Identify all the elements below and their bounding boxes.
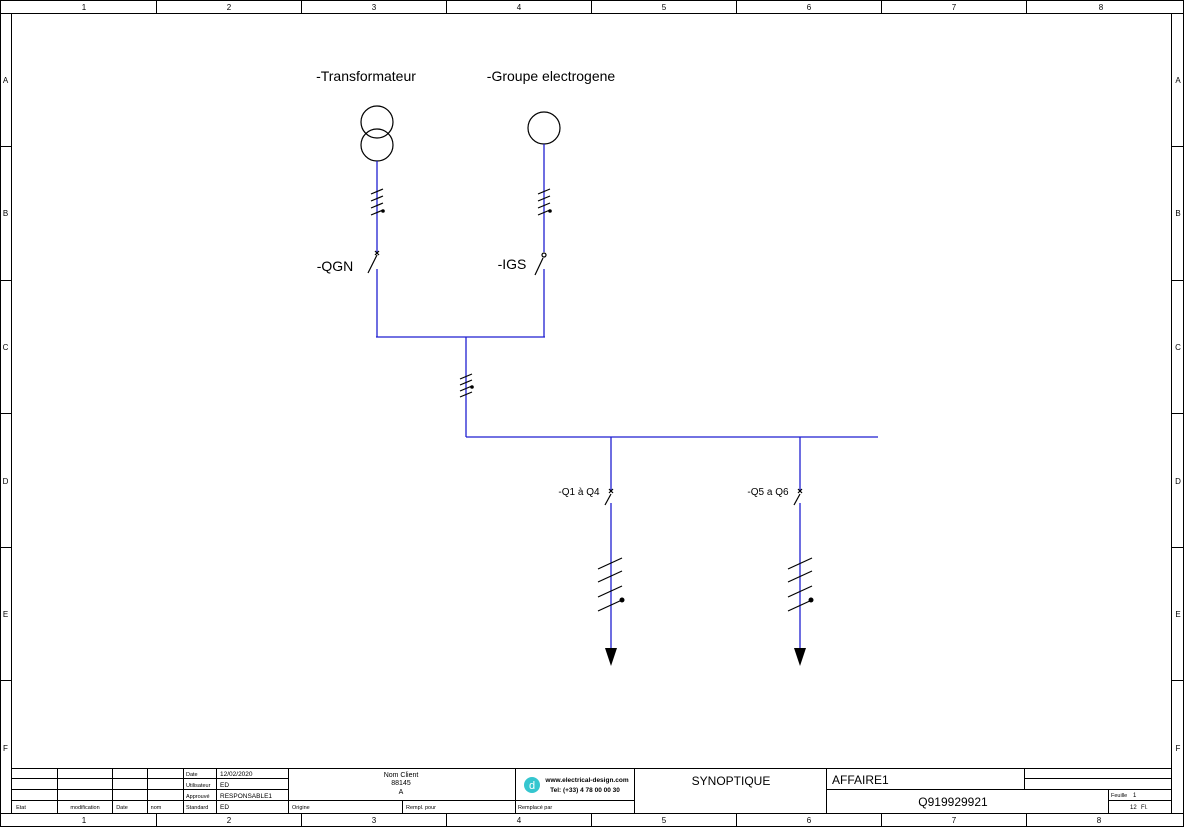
column-label: 7 bbox=[952, 3, 957, 12]
project-box: AFFAIRE1 Q919929921 Feuille 1 12 Fl. bbox=[826, 768, 1171, 813]
column-markers-top: 1 2 3 4 5 6 7 8 bbox=[82, 0, 1104, 13]
sheet-number: 1 bbox=[1133, 793, 1137, 799]
row-label: D bbox=[1175, 477, 1181, 486]
feeder-q1-q4[interactable]: -Q1 à Q4 bbox=[558, 437, 625, 666]
q5-q6-breaker-label: -Q5 a Q6 bbox=[747, 487, 789, 498]
rev-header-date: Date bbox=[116, 805, 128, 811]
row-label: B bbox=[3, 209, 8, 218]
column-label: 8 bbox=[1097, 816, 1102, 825]
generator-label: -Groupe electrogene bbox=[487, 68, 616, 84]
row-label: D bbox=[3, 477, 9, 486]
meta-date-label: Date bbox=[186, 772, 198, 778]
remplace-par-label: Remplacé par bbox=[518, 805, 552, 811]
row-label: E bbox=[3, 610, 8, 619]
generator-source[interactable]: -Groupe electrogene bbox=[487, 68, 616, 145]
transformer-feeder: -QGN bbox=[317, 161, 385, 337]
drawing-title-box: SYNOPTIQUE bbox=[692, 768, 827, 813]
row-markers-left: A B C D E F bbox=[0, 76, 11, 753]
meta-date-value: 12/02/2020 bbox=[220, 771, 253, 778]
column-label: 3 bbox=[372, 3, 377, 12]
column-label: 1 bbox=[82, 3, 87, 12]
meta-table: Date 12/02/2020 Utilisateur ED Approuvé … bbox=[183, 768, 289, 813]
revision-table: Etat modification Date nom bbox=[11, 768, 184, 813]
generator-symbol bbox=[527, 111, 561, 145]
column-label: 7 bbox=[952, 816, 957, 825]
title-block: Etat modification Date nom Date 12/02/20… bbox=[11, 768, 1172, 813]
company-logo-box[interactable]: d www.electrical-design.com Tel: (+33) 4… bbox=[515, 768, 635, 813]
client-name: Nom Client bbox=[384, 772, 419, 779]
sheet-total: 12 bbox=[1130, 805, 1137, 811]
rev-header-nom: nom bbox=[151, 805, 162, 811]
sheet-label: Feuille bbox=[1111, 793, 1127, 799]
company-logo-letter: d bbox=[529, 780, 535, 792]
meta-user-label: Utilisateur bbox=[186, 783, 211, 789]
column-label: 2 bbox=[227, 816, 232, 825]
column-label: 6 bbox=[807, 3, 812, 12]
load-arrow-icon bbox=[605, 648, 617, 666]
row-label: C bbox=[1175, 343, 1181, 352]
client-index: A bbox=[399, 789, 404, 796]
rev-header-etat: Etat bbox=[16, 805, 26, 811]
column-label: 6 bbox=[807, 816, 812, 825]
meta-approved-value: RESPONSABLE1 bbox=[220, 793, 272, 800]
qgn-breaker-label: -QGN bbox=[317, 258, 354, 274]
row-label: F bbox=[1176, 744, 1181, 753]
drawing-title: SYNOPTIQUE bbox=[692, 774, 771, 788]
client-number: 88145 bbox=[391, 780, 411, 787]
generator-feeder: -IGS bbox=[498, 144, 552, 337]
transformer-symbol bbox=[360, 105, 394, 139]
row-label: A bbox=[1175, 76, 1181, 85]
rempl-pour-label: Rempl. pour bbox=[406, 805, 436, 811]
load-arrow-icon bbox=[794, 648, 806, 666]
row-label: A bbox=[3, 76, 9, 85]
row-markers-right: A B C D E F bbox=[1172, 76, 1184, 753]
meta-approved-label: Approuvé bbox=[186, 794, 210, 800]
affaire-name: AFFAIRE1 bbox=[832, 773, 889, 787]
feeder-q5-q6[interactable]: -Q5 a Q6 bbox=[747, 437, 814, 666]
rev-header-modification: modification bbox=[70, 805, 99, 811]
origine-label: Origine bbox=[292, 805, 310, 811]
column-label: 5 bbox=[662, 816, 667, 825]
meta-standard-value: ED bbox=[220, 804, 229, 811]
column-markers-bottom: 1 2 3 4 5 6 7 8 bbox=[82, 814, 1102, 827]
company-website: www.electrical-design.com bbox=[544, 777, 628, 784]
row-label: B bbox=[1175, 209, 1180, 218]
row-label: C bbox=[3, 343, 9, 352]
client-box: Nom Client 88145 A Origine Rempl. pour bbox=[288, 768, 516, 813]
meta-standard-label: Standard bbox=[186, 805, 208, 811]
transformer-source[interactable]: -Transformateur bbox=[316, 68, 416, 162]
coupling-bus bbox=[376, 336, 545, 437]
column-label: 4 bbox=[517, 3, 522, 12]
row-label: E bbox=[1175, 610, 1180, 619]
column-label: 1 bbox=[82, 816, 87, 825]
meta-user-value: ED bbox=[220, 782, 229, 789]
q1-q4-breaker-label: -Q1 à Q4 bbox=[558, 487, 600, 498]
column-label: 5 bbox=[662, 3, 667, 12]
column-label: 3 bbox=[372, 816, 377, 825]
transformer-label: -Transformateur bbox=[316, 68, 416, 84]
igs-switch-label: -IGS bbox=[498, 256, 527, 272]
row-label: F bbox=[3, 744, 8, 753]
drawing-reference: Q919929921 bbox=[918, 795, 988, 809]
column-label: 8 bbox=[1099, 3, 1104, 12]
column-label: 2 bbox=[227, 3, 232, 12]
sheet-total-suffix: Fl. bbox=[1141, 805, 1148, 811]
company-phone: Tel: (+33) 4 78 00 00 30 bbox=[550, 787, 620, 794]
column-label: 4 bbox=[517, 816, 522, 825]
company-logo-icon bbox=[524, 777, 540, 793]
